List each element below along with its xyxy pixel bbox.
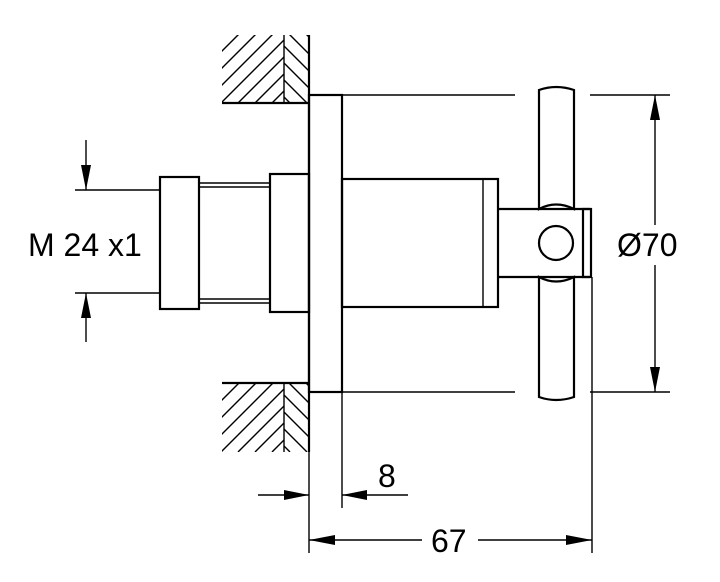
hatch-line xyxy=(237,56,284,103)
stem xyxy=(498,207,593,279)
hatch-line xyxy=(136,332,256,452)
overall-depth-dimension: 67 xyxy=(309,523,592,559)
wall-section-top xyxy=(102,0,528,105)
hatch-line xyxy=(222,35,239,52)
hatch-line xyxy=(222,388,284,452)
hatch-line xyxy=(222,383,257,418)
thread-label: M 24 x1 xyxy=(28,227,142,263)
hatch-line xyxy=(374,0,494,103)
hatch-line xyxy=(119,0,239,103)
hatch-line xyxy=(102,332,222,452)
hatch-line xyxy=(374,0,494,103)
connection-nut xyxy=(158,172,311,314)
hatch-line xyxy=(340,0,460,103)
hatch-line xyxy=(237,405,284,452)
hatch-line xyxy=(222,383,274,435)
hatch-line xyxy=(323,0,443,103)
flange xyxy=(307,93,344,394)
flange-thickness-dimension: 8 xyxy=(258,458,408,500)
cross-handle xyxy=(537,85,576,402)
hatch-line xyxy=(222,35,256,69)
hatch-line xyxy=(340,0,460,103)
hatch-line xyxy=(357,0,477,103)
hatch-line xyxy=(306,0,426,103)
hatch-line xyxy=(391,0,511,103)
hatch-line xyxy=(408,0,528,103)
hatch-line xyxy=(102,0,222,103)
overall-depth-label: 67 xyxy=(431,523,467,559)
thread-dimension: M 24 x1 xyxy=(28,140,142,342)
valve-body xyxy=(340,177,500,309)
hatch-line xyxy=(119,0,239,103)
hatch-line xyxy=(102,332,222,452)
hatch-line xyxy=(222,35,273,86)
hatch-line xyxy=(306,0,426,103)
hatch-line xyxy=(153,332,273,452)
diameter-label: Ø70 xyxy=(617,227,677,263)
hatch-line xyxy=(289,35,309,55)
hatch-line xyxy=(284,79,308,103)
hatch-line xyxy=(284,411,309,438)
hatch-line xyxy=(254,422,284,452)
hatch-line xyxy=(119,332,239,452)
hatch-line xyxy=(119,332,239,452)
hatch-line xyxy=(408,0,528,103)
wall-section-bottom xyxy=(102,332,309,452)
extension-lines xyxy=(75,94,670,553)
hatch-line xyxy=(391,0,511,103)
hatch-line xyxy=(288,383,309,404)
hatch-line xyxy=(102,0,222,103)
hatch-line xyxy=(323,0,443,103)
hatch-line xyxy=(136,332,256,452)
hatch-line xyxy=(284,428,308,452)
hatch-line xyxy=(357,0,477,103)
hatch-line xyxy=(222,39,284,103)
flange-thickness-label: 8 xyxy=(378,458,396,494)
hatch-line xyxy=(284,62,309,89)
diameter-dimension: Ø70 xyxy=(617,95,677,392)
hatch-line xyxy=(222,383,223,384)
hatch-line xyxy=(254,73,284,103)
hatch-line xyxy=(222,383,240,401)
